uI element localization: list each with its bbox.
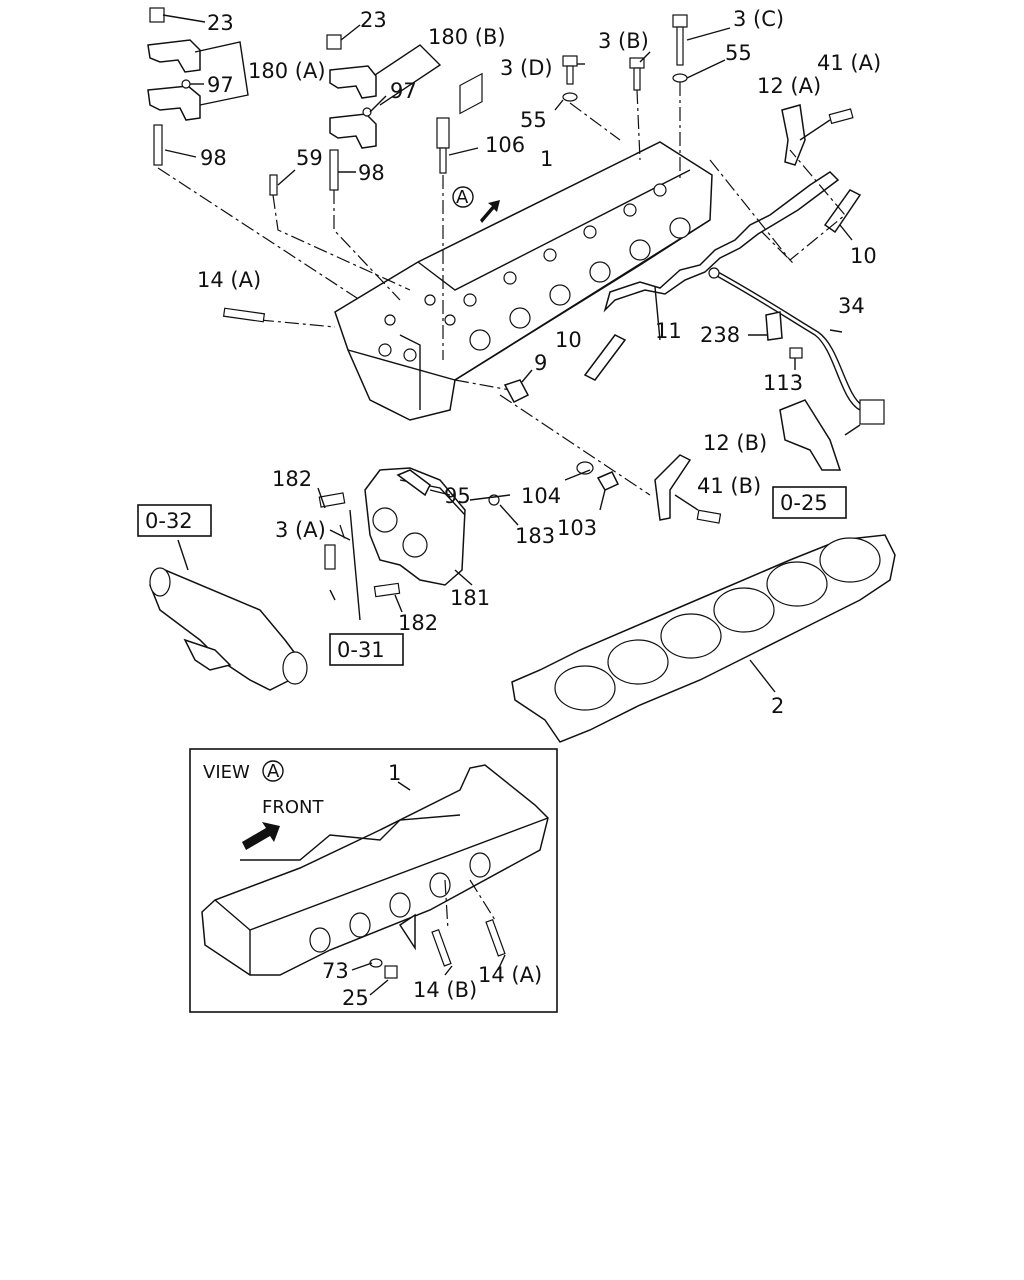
label-3c: 3 (C): [733, 7, 784, 31]
label-97-b: 97: [390, 79, 417, 103]
sensor-harness-34: [708, 267, 885, 425]
label-10-a: 10: [850, 244, 877, 268]
label-34: 34: [838, 294, 865, 318]
label-2: 2: [771, 694, 784, 718]
inset-label-25: 25: [342, 986, 369, 1010]
label-12a: 12 (A): [757, 74, 821, 98]
label-3d: 3 (D): [500, 56, 553, 80]
housing-bolts: [317, 487, 403, 621]
view-a-inset: VIEW A FRONT 1 73 25 14 (B) 14 (A): [189, 748, 558, 1013]
label-59: 59: [296, 146, 323, 170]
part-106: [436, 117, 479, 174]
label-41a: 41 (A): [817, 51, 881, 75]
bracket-0-25: [779, 399, 861, 471]
label-95: 95: [444, 484, 471, 508]
label-104: 104: [521, 484, 561, 508]
water-pipe-0-32: [149, 539, 308, 691]
label-14a: 14 (A): [197, 268, 261, 292]
cylinder-head: [334, 72, 713, 421]
view-a-arrow-icon: [480, 200, 500, 223]
label-97-a: 97: [207, 73, 234, 97]
label-180a: 180 (A): [248, 59, 326, 83]
part-9: [503, 369, 533, 403]
label-182-a: 182: [272, 467, 312, 491]
label-98-b: 98: [358, 161, 385, 185]
label-55-b: 55: [520, 108, 547, 132]
inset-label-14b: 14 (B): [413, 978, 477, 1002]
label-181: 181: [450, 586, 490, 610]
inset-label-14a: 14 (A): [478, 963, 542, 987]
inset-view-title: VIEW: [203, 762, 250, 783]
ref-0-25-label: 0-25: [780, 491, 828, 515]
view-a-marker: A: [456, 187, 469, 208]
glow-plug-10: [583, 189, 862, 381]
part-labels: 23 23 180 (A) 180 (B) 97 97 98 98 59 106…: [197, 7, 881, 718]
part-104-103: [564, 461, 620, 511]
view-a-indicator: A: [452, 186, 500, 223]
cam-cap-assembly-b: [269, 24, 442, 196]
glow-plug-harness: [603, 171, 840, 341]
head-bolts: [554, 14, 731, 111]
ref-box-0-32[interactable]: 0-32: [137, 504, 212, 537]
thermostat-housing: [364, 467, 519, 586]
label-103: 103: [557, 516, 597, 540]
label-238: 238: [700, 323, 740, 347]
inset-label-1: 1: [388, 761, 401, 785]
inset-front-label: FRONT: [262, 797, 324, 818]
label-11: 11: [655, 319, 682, 343]
label-182-b: 182: [398, 611, 438, 635]
head-gasket: [511, 534, 896, 743]
ref-0-31-label: 0-31: [337, 638, 385, 662]
label-10-b: 10: [555, 328, 582, 352]
inset-label-73: 73: [322, 959, 349, 983]
front-arrow-icon: [242, 822, 280, 850]
part-14a-stud: [222, 307, 266, 323]
ref-0-32-label: 0-32: [145, 509, 193, 533]
label-3b: 3 (B): [598, 29, 649, 53]
label-23-a: 23: [207, 11, 234, 35]
label-98-a: 98: [200, 146, 227, 170]
label-1: 1: [540, 147, 553, 171]
label-55-a: 55: [725, 41, 752, 65]
cylinder-head-ports: [459, 72, 483, 115]
label-23-b: 23: [360, 8, 387, 32]
label-113: 113: [763, 371, 803, 395]
ref-box-0-31[interactable]: 0-31: [329, 633, 404, 666]
ref-box-0-25[interactable]: 0-25: [772, 486, 847, 519]
cam-cap-assembly-a: [147, 7, 249, 166]
inset-view-marker: A: [267, 761, 280, 782]
label-12b: 12 (B): [703, 431, 767, 455]
label-3a: 3 (A): [275, 518, 326, 542]
label-180b: 180 (B): [428, 25, 506, 49]
label-183: 183: [515, 524, 555, 548]
bracket-12a: [709, 104, 854, 261]
label-106: 106: [485, 133, 525, 157]
label-41b: 41 (B): [697, 474, 761, 498]
bracket-12b: [654, 454, 722, 524]
label-9: 9: [534, 351, 547, 375]
assembly-leaders: [157, 82, 796, 496]
